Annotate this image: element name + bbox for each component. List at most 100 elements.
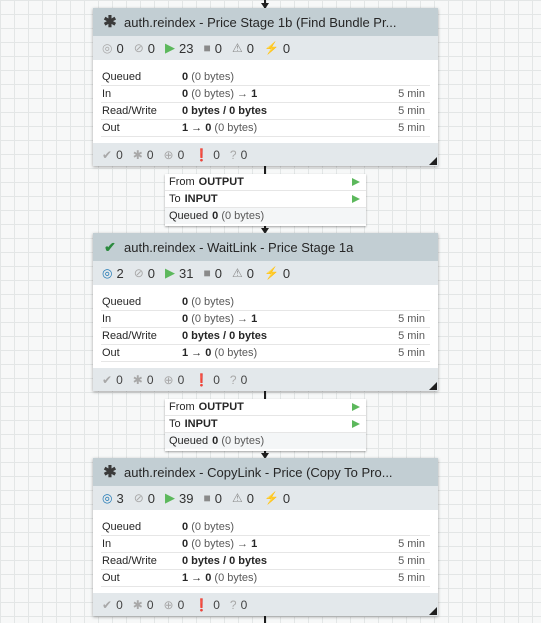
- row-count: 0: [182, 313, 189, 325]
- unknown-count: 0: [240, 147, 248, 162]
- to-label: To: [169, 418, 181, 430]
- exclamation-circle-icon: ❗: [194, 597, 210, 612]
- check-icon: ✔: [102, 597, 113, 612]
- unknown-count: 0: [240, 597, 248, 612]
- stale-count: 0: [177, 597, 185, 612]
- warning-icon: ⚠: [231, 491, 243, 505]
- locally-modified-count: 0: [146, 147, 154, 162]
- queued-label: Queued: [169, 210, 209, 222]
- row-count: 1 → 0: [182, 572, 212, 584]
- invalid-count: 0: [246, 265, 254, 281]
- row-label: Read/Write: [102, 105, 157, 117]
- row-count: 1 → 0: [182, 122, 212, 134]
- from-value: OUTPUT: [198, 401, 244, 413]
- disabled-icon: ⊘: [133, 41, 144, 55]
- from-label: From: [169, 176, 195, 188]
- active-count: 0: [116, 40, 124, 56]
- processor-title: auth.reindex - Price Stage 1b (Find Bund…: [124, 14, 397, 30]
- question-icon: ?: [229, 147, 237, 162]
- transmit-off-icon: ⚡: [263, 266, 279, 280]
- row-bytes: (0 bytes): [191, 538, 234, 550]
- stat-row: Queued 0 (0 bytes): [101, 519, 430, 536]
- running-icon: ▶: [165, 40, 176, 55]
- processor-stats: ◎2 ⊘0 ▶31 ■0 ⚠0 ⚡0: [93, 261, 438, 285]
- stopped-count: 0: [214, 490, 222, 506]
- row-arrow: →: [237, 313, 249, 325]
- active-thread-icon: ◎: [102, 491, 113, 505]
- port-arrow-icon: [352, 403, 360, 411]
- queued-bytes: (0 bytes): [221, 210, 265, 222]
- invalid-count: 0: [246, 40, 254, 56]
- stat-row: Out 1 → 0 (0 bytes) 5 min: [101, 345, 430, 362]
- row-label: In: [102, 88, 112, 100]
- running-count: 31: [179, 265, 194, 281]
- queued-count: 0: [212, 435, 219, 447]
- stopped-count: 0: [214, 265, 222, 281]
- row-time: 5 min: [398, 105, 425, 117]
- resize-corner-icon: [429, 607, 437, 615]
- row-label: In: [102, 313, 112, 325]
- row-bytes: (0 bytes): [191, 88, 234, 100]
- row-bytes: (0 bytes): [214, 572, 258, 584]
- row-time: 5 min: [398, 313, 425, 325]
- question-icon: ?: [229, 372, 237, 387]
- active-thread-icon: ◎: [102, 41, 113, 55]
- sync-failure-count: 0: [213, 597, 220, 612]
- row-tail: 1: [251, 88, 258, 100]
- row-label: Out: [102, 572, 120, 584]
- arrow-up-circle-icon: ⊕: [163, 372, 174, 387]
- processor[interactable]: ✱ auth.reindex - Price Stage 1b (Find Bu…: [93, 8, 438, 166]
- row-count: 0: [182, 71, 189, 83]
- asterisk-icon: ✱: [132, 147, 143, 162]
- unknown-count: 0: [240, 372, 248, 387]
- row-count: 0: [182, 296, 189, 308]
- stat-row: Queued 0 (0 bytes): [101, 69, 430, 86]
- stopped-icon: ■: [203, 491, 211, 505]
- stopped-icon: ■: [203, 266, 211, 280]
- row-label: In: [102, 538, 112, 550]
- processor-header[interactable]: ✔ auth.reindex - WaitLink - Price Stage …: [93, 233, 438, 261]
- disabled-icon: ⊘: [133, 491, 144, 505]
- row-label: Read/Write: [102, 330, 157, 342]
- row-bytes: (0 bytes): [214, 347, 258, 359]
- gear-icon: ✱: [103, 464, 117, 481]
- row-tail: 1: [251, 313, 258, 325]
- processor[interactable]: ✱ auth.reindex - CopyLink - Price (Copy …: [93, 458, 438, 616]
- transmit-off-icon: ⚡: [263, 41, 279, 55]
- processor-stats: ◎3 ⊘0 ▶39 ■0 ⚠0 ⚡0: [93, 486, 438, 510]
- row-time: 5 min: [398, 330, 425, 342]
- stopped-icon: ■: [203, 41, 211, 55]
- to-value: INPUT: [184, 418, 218, 430]
- check-icon: ✔: [104, 238, 116, 255]
- sync-failure-count: 0: [213, 147, 220, 162]
- row-tail: 1: [251, 538, 258, 550]
- gear-icon: ✱: [103, 14, 117, 31]
- row-label: Queued: [102, 71, 142, 83]
- processor[interactable]: ✔ auth.reindex - WaitLink - Price Stage …: [93, 233, 438, 391]
- asterisk-icon: ✱: [132, 597, 143, 612]
- question-icon: ?: [229, 597, 237, 612]
- row-count: 0: [182, 538, 189, 550]
- row-arrow: →: [237, 88, 249, 100]
- resize-corner-icon: [429, 382, 437, 390]
- stat-row: In 0 (0 bytes) → 1 5 min: [101, 311, 430, 328]
- processor-header[interactable]: ✱ auth.reindex - CopyLink - Price (Copy …: [93, 458, 438, 486]
- processor-header[interactable]: ✱ auth.reindex - Price Stage 1b (Find Bu…: [93, 8, 438, 36]
- row-time: 5 min: [398, 122, 425, 134]
- row-label: Read/Write: [102, 555, 157, 567]
- active-count: 2: [116, 265, 124, 281]
- processor-title: auth.reindex - CopyLink - Price (Copy To…: [124, 464, 393, 480]
- row-bytes: (0 bytes): [191, 521, 234, 533]
- running-count: 39: [179, 490, 194, 506]
- row-time: 5 min: [398, 555, 425, 567]
- queued-label: Queued: [169, 435, 209, 447]
- row-time: 5 min: [398, 538, 425, 550]
- queued-count: 0: [212, 210, 219, 222]
- processor-title: auth.reindex - WaitLink - Price Stage 1a: [124, 239, 354, 255]
- stat-row: In 0 (0 bytes) → 1 5 min: [101, 536, 430, 553]
